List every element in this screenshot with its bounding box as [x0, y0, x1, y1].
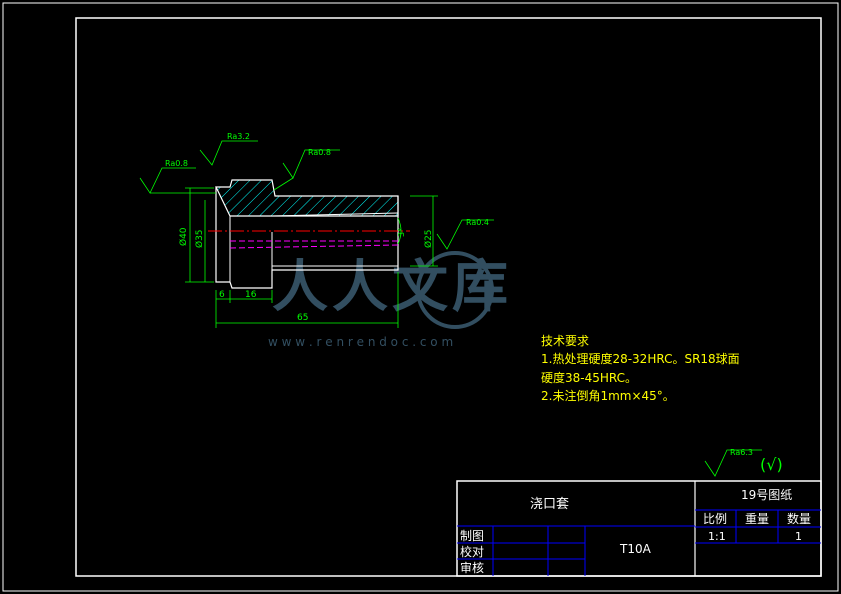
taper-line: [271, 212, 399, 217]
watermark-circle: [416, 251, 494, 329]
qty-label: 数量: [787, 511, 811, 526]
roughness-label-3: Ra0.8: [308, 148, 331, 157]
technical-notes: 技术要求 1.热处理硬度28-32HRC。SR18球面 硬度38-45HRC。 …: [541, 334, 740, 403]
dim-outer: Ø40: [178, 227, 189, 246]
roughness-symbol-3: [282, 149, 340, 179]
notes-line-2: 硬度38-45HRC。: [541, 370, 637, 385]
notes-line-3: 2.未注倒角1mm×45°。: [541, 388, 675, 403]
dim-len-6: 6: [219, 290, 225, 300]
dimension-texts: Ø40 Ø35 Ø25 3° 6 16 65: [178, 227, 434, 323]
scale-value: 1:1: [708, 530, 726, 543]
roughness-label-4: Ra0.4: [466, 218, 489, 227]
roughness-rest-symbol: (√): [760, 455, 783, 474]
part-section: [208, 179, 410, 289]
roughness-symbol-2: [199, 140, 258, 166]
sheet-number: 19号图纸: [741, 488, 792, 502]
roughness-label-1: Ra0.8: [165, 159, 188, 168]
watermark-url: w w w . r e n r e n d o c . c o m: [268, 335, 453, 349]
hidden-line-2: [229, 244, 399, 249]
title-block: 浇口套 19号图纸 比例 重量 数量 1:1 1 T10A 制图 校对 审核: [456, 480, 822, 577]
roughness-symbols: [139, 140, 762, 477]
part-outline: [215, 187, 399, 289]
scale-label: 比例: [703, 512, 727, 526]
hatched-section: [215, 179, 399, 217]
dim-small: Ø25: [423, 229, 434, 248]
leader-3: [273, 177, 294, 191]
qty-value: 1: [795, 530, 802, 543]
review-label: 审核: [460, 560, 484, 575]
watermark-text: 人人文库: [272, 255, 512, 320]
roughness-label-5: Ra6.3: [730, 448, 753, 457]
roughness-label-2: Ra3.2: [227, 132, 250, 141]
dimensions: [185, 187, 438, 328]
roughness-labels: Ra0.8 Ra3.2 Ra0.8 Ra0.4 Ra6.3 (√): [165, 132, 783, 474]
dim-len-16: 16: [245, 290, 257, 300]
notes-line-1: 1.热处理硬度28-32HRC。SR18球面: [541, 351, 740, 366]
roughness-symbol-4: [436, 219, 494, 250]
inner-frame: [75, 17, 822, 577]
weight-label: 重量: [745, 512, 769, 526]
roughness-symbol-5: [704, 449, 762, 477]
part-name: 浇口套: [530, 496, 569, 512]
angle-arc: [397, 217, 402, 245]
dim-angle: 3°: [397, 228, 406, 237]
draw-label: 制图: [460, 529, 484, 543]
dim-bore: Ø35: [194, 229, 205, 248]
notes-title: 技术要求: [541, 334, 589, 348]
material: T10A: [619, 542, 652, 556]
watermark: 人人文库 w w w . r e n r e n d o c . c o m: [268, 251, 512, 349]
roughness-symbol-1: [139, 167, 196, 194]
check-label: 校对: [460, 544, 484, 559]
dim-len-total: 65: [297, 313, 308, 323]
title-block-border: [456, 480, 822, 577]
